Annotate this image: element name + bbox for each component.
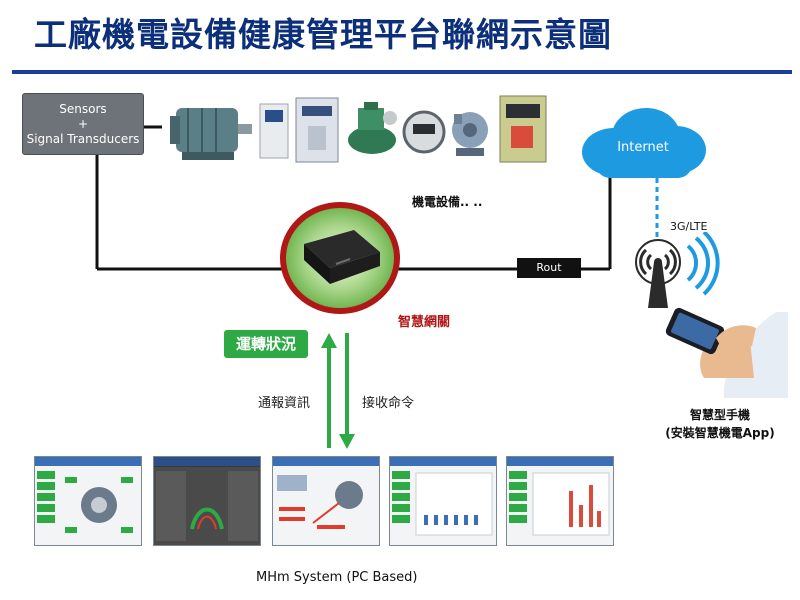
circuit-breaker-icon — [499, 95, 547, 163]
report-label: 通報資訊 — [258, 396, 311, 411]
status-badge: 運轉狀況 — [224, 330, 308, 358]
cloud-label: Internet — [617, 140, 669, 155]
sensors-label: Sensors — [59, 101, 107, 116]
mhm-caption: MHm System (PC Based) — [256, 570, 418, 585]
mhm-screen-3 — [272, 456, 380, 546]
phone-caption-subtitle: (安裝智慧機電App) — [665, 426, 775, 440]
command-label: 接收命令 — [362, 396, 415, 411]
equipment-label: 機電設備.. .. — [412, 195, 483, 209]
sensors-box: Sensors + Signal Transducers — [22, 93, 144, 155]
smart-gateway — [280, 202, 400, 314]
internet-cloud-icon — [582, 108, 706, 178]
phone-caption: 智慧型手機 (安裝智慧機電App) — [660, 406, 780, 442]
report-arrow-head — [321, 333, 337, 348]
air-compressor-icon — [348, 102, 397, 154]
inverter-icon — [259, 103, 289, 159]
phone-caption-title: 智慧型手機 — [689, 408, 750, 422]
route-box: Rout — [517, 258, 581, 278]
equipment-row — [170, 95, 547, 163]
title-divider — [12, 70, 792, 74]
power-meter-icon — [402, 110, 446, 154]
pump-icon — [452, 112, 488, 156]
network-label: 3G/LTE — [670, 220, 708, 233]
mhm-screen-5 — [506, 456, 614, 546]
mhm-screen-1 — [34, 456, 142, 546]
mhm-screen-4 — [389, 456, 497, 546]
cell-tower-icon — [635, 232, 720, 308]
smartphone-hand-icon — [665, 307, 788, 398]
gateway-device-icon — [304, 230, 380, 284]
motor-icon — [170, 108, 252, 160]
gateway-label: 智慧網關 — [398, 315, 451, 330]
transducers-label: Signal Transducers — [26, 131, 140, 146]
mhm-screen-2 — [153, 456, 261, 546]
sensors-plus: + — [77, 116, 89, 131]
breaker-panel-icon — [295, 97, 339, 163]
page-title: 工廠機電設備健康管理平台聯網示意圖 — [34, 15, 612, 54]
command-arrow-head — [339, 434, 355, 449]
